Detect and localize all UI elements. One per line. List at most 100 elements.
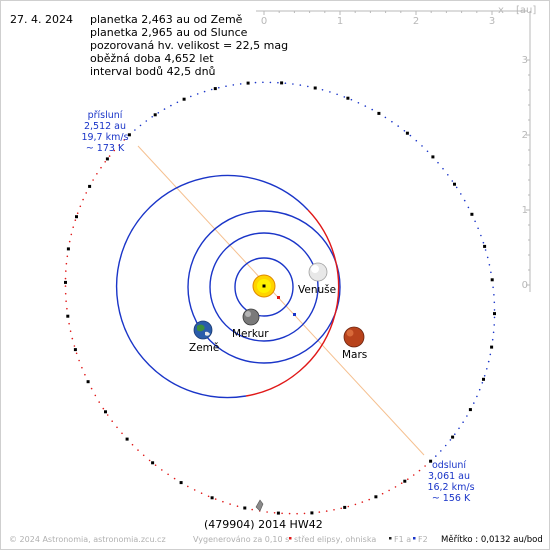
orbit-dot: [463, 199, 466, 202]
orbit-dot: [90, 387, 93, 390]
orbit-dot: [483, 375, 486, 377]
orbit-dot: [66, 255, 69, 258]
venus-label: Venuše: [298, 284, 336, 296]
orbit-dot: [229, 503, 231, 505]
orbit-dot: [74, 219, 77, 221]
orbit-dot: [493, 309, 496, 311]
orbit-dot: [424, 465, 426, 467]
orbit-dot: [65, 300, 67, 303]
orbit-dot: [163, 108, 166, 110]
orbit-epoch-marker: [88, 184, 92, 188]
orbit-dot: [381, 492, 384, 495]
orbit-dot: [72, 226, 74, 228]
earth-label: Země: [189, 342, 219, 354]
venus-orbit: [209, 232, 319, 342]
footer-legend-f2: F2: [418, 535, 428, 544]
orbit-dot: [371, 108, 374, 111]
orbit-dot: [454, 433, 456, 436]
orbit-dot: [111, 420, 113, 423]
perihelion-distance: 2,512 au: [84, 121, 126, 132]
orbit-epoch-marker: [310, 511, 314, 515]
orbit-epoch-marker: [470, 212, 474, 216]
orbit-dot: [489, 353, 492, 356]
orbit-dot: [66, 307, 68, 310]
asteroid-name: (479904) 2014 HW42: [204, 518, 323, 531]
perihelion-title: přísluní: [88, 110, 123, 121]
orbit-dot: [154, 464, 157, 467]
orbit-dot: [106, 414, 109, 416]
venus-icon: [308, 262, 328, 282]
orbit-dot: [397, 125, 400, 127]
orbit-dot: [73, 345, 76, 347]
mars-label: Mars: [342, 349, 367, 361]
info-line-interval: interval bodů 42,5 dnů: [90, 65, 216, 78]
orbit-dot: [350, 98, 353, 101]
orbit-dot: [354, 503, 357, 506]
orbit-epoch-marker: [403, 479, 407, 483]
orbit-dot: [200, 492, 203, 495]
orbit-dot: [207, 495, 210, 498]
orbit-dot: [210, 88, 213, 91]
orbit-dot: [151, 116, 153, 118]
orbit-dot: [394, 486, 397, 488]
orbit-dot: [68, 322, 70, 325]
orbit-dot: [361, 501, 364, 503]
orbit-dot: [462, 421, 464, 424]
orbit-dot: [68, 240, 71, 243]
aphelion-temperature: ~ 156 K: [432, 493, 471, 504]
orbit-dot: [325, 510, 328, 512]
orbit-epoch-marker: [377, 111, 381, 115]
orbit-dot: [292, 83, 294, 85]
orbit-dot: [71, 337, 74, 340]
orbit-dot: [254, 81, 257, 84]
orbit-dot: [421, 145, 423, 147]
orbit-dot: [364, 105, 367, 107]
orbit-dot: [108, 155, 111, 157]
perihelion-temperature: ~ 173 K: [86, 143, 125, 154]
sun-icon: [252, 274, 276, 298]
orbit-epoch-marker: [66, 314, 70, 318]
orbit-dot: [102, 407, 105, 410]
orbit-dot: [142, 454, 145, 457]
mercury-icon: [242, 308, 260, 326]
orbit-dot: [412, 474, 415, 476]
orbit-epoch-marker: [151, 461, 155, 465]
orbit-dot: [225, 85, 227, 87]
orbit-dot: [187, 485, 189, 488]
footer-legend-f1: F1 a: [394, 535, 411, 544]
aphelion-distance: 3,061 au: [428, 471, 470, 482]
y-tick-label: 1: [522, 205, 528, 216]
orbit-dot: [100, 166, 102, 169]
orbit-epoch-marker: [431, 155, 435, 159]
orbit-dot: [336, 93, 338, 96]
orbit-dot: [281, 512, 283, 515]
orbit-dot: [273, 512, 276, 514]
info-line-period: oběžná doba 4,652 let: [90, 52, 214, 65]
orbit-dot: [477, 227, 479, 230]
orbit-dot: [409, 134, 412, 137]
orbit-dot: [161, 469, 163, 471]
orbit-epoch-marker: [346, 96, 350, 100]
focus-f2-marker: [293, 313, 296, 316]
orbit-epoch-marker: [490, 278, 494, 282]
orbit-dot: [232, 84, 235, 86]
info-line-distance-sun: planetka 2,965 au od Slunce: [90, 26, 248, 39]
orbit-dot: [214, 498, 217, 500]
orbit-epoch-marker: [468, 408, 472, 412]
orbit-epoch-marker: [75, 215, 78, 219]
orbit-dot: [85, 192, 87, 194]
x-tick-label: 2: [413, 16, 419, 27]
orbit-dot: [193, 489, 196, 491]
orbit-dot: [64, 285, 67, 287]
orbit-dot: [84, 373, 86, 376]
orbit-epoch-marker: [276, 511, 280, 515]
orbit-dot: [480, 234, 482, 237]
orbit-dot: [481, 382, 484, 384]
orbit-dot: [98, 401, 100, 403]
orbit-dot: [104, 161, 106, 163]
orbit-dot: [307, 85, 309, 88]
date-label: 27. 4. 2024: [10, 13, 73, 26]
orbit-dot: [491, 338, 494, 341]
